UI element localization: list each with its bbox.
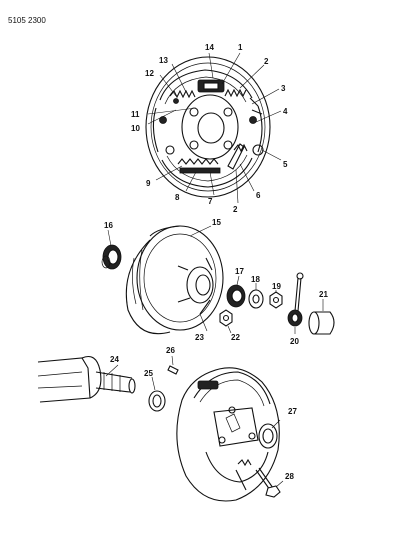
top-callouts: 14 1 2 3 4 5 6 2 7 8 9 10 11 12 13 (131, 43, 288, 214)
callout-19: 19 (272, 282, 281, 291)
backing-plate (176, 367, 280, 502)
callout-21: 21 (319, 290, 328, 299)
drum-top-edge (149, 225, 181, 237)
backing-plate-outer (145, 56, 271, 198)
backing-plate-center (213, 407, 259, 447)
spindle-end (128, 378, 136, 394)
axle-tube-lines (37, 371, 83, 389)
plate-bolt (218, 436, 226, 444)
adjuster-lever (227, 143, 245, 170)
drum-face-ring (143, 233, 217, 323)
drum-group (125, 225, 224, 335)
lever-spring (233, 143, 248, 153)
callout-23: 23 (195, 333, 204, 342)
lower-shoe-lining (166, 154, 248, 182)
callout-11: 11 (131, 110, 140, 119)
spindle-nut (269, 291, 283, 309)
callout-13: 13 (159, 56, 168, 65)
callout-8: 8 (175, 193, 180, 202)
callout-27: 27 (288, 407, 297, 416)
anchor-pin (173, 98, 179, 104)
wheel-stud (199, 299, 211, 315)
lower-plate-shoe-lining (199, 379, 265, 407)
callout-18: 18 (251, 275, 260, 284)
plate-bracket (225, 413, 241, 433)
hub-bore (197, 112, 225, 144)
axle-flange (81, 355, 102, 399)
callout-7: 7 (208, 197, 213, 206)
thrust-washer (248, 289, 264, 309)
stud-hole (223, 107, 233, 117)
upper-return-spring-left (169, 89, 196, 99)
adjuster-spring (177, 158, 219, 165)
upper-shoe (159, 69, 253, 101)
callout-22: 22 (231, 333, 240, 342)
backing-plate-rim (150, 62, 266, 192)
wheel-stud (177, 265, 189, 271)
wheel-cylinder-body (203, 82, 219, 90)
parking-cable (235, 469, 247, 491)
brake-assembly-top (145, 56, 271, 198)
callout-2b: 2 (233, 205, 238, 214)
hold-down-cup (165, 145, 175, 155)
callout-25: 25 (144, 369, 153, 378)
hub-flange (181, 94, 239, 160)
callout-12: 12 (145, 69, 154, 78)
adjuster-screw (179, 167, 221, 174)
mounting-bolt (255, 467, 281, 498)
plate-bolt (228, 406, 236, 414)
drum-hub-bore (195, 274, 211, 296)
plate-bolt (248, 432, 256, 440)
stud-hole (223, 140, 233, 150)
backing-plate-bottom (176, 367, 280, 502)
callout-4: 4 (283, 107, 288, 116)
document-id: 5105 2300 (8, 16, 46, 25)
lower-plate-shoe-bottom (205, 451, 269, 483)
drum-fins (132, 249, 144, 311)
callout-9: 9 (146, 179, 151, 188)
spindle (95, 371, 133, 393)
callout-1: 1 (238, 43, 243, 52)
callout-24: 24 (110, 355, 119, 364)
hold-down-pin (249, 116, 257, 124)
callout-5: 5 (283, 160, 288, 169)
left-shoe-web (152, 107, 159, 153)
callout-16: 16 (104, 221, 113, 230)
inner-bearing (101, 244, 122, 270)
wheel-stud (205, 257, 213, 271)
outer-bearing (226, 284, 246, 308)
wheel-nut (219, 309, 233, 327)
bearing-race (258, 423, 278, 449)
shoe-guide (249, 97, 263, 115)
nut-lock (287, 309, 303, 327)
callout-17: 17 (235, 267, 244, 276)
grease-seal (148, 390, 166, 412)
callout-15: 15 (212, 218, 221, 227)
cotter-pin-head (296, 272, 304, 280)
grease-cap (308, 311, 335, 335)
callout-14: 14 (205, 43, 214, 52)
drum-hub (186, 266, 214, 304)
callout-3: 3 (281, 84, 286, 93)
hold-down-cup (252, 144, 264, 156)
lower-wheel-cylinder (197, 380, 219, 390)
upper-return-spring-right (224, 88, 247, 98)
wheel-stud (177, 297, 191, 303)
drum-back-edge (125, 239, 171, 335)
callout-20: 20 (290, 337, 299, 346)
axle-tube (37, 357, 91, 403)
callout-10: 10 (131, 124, 140, 133)
axle-housing (37, 355, 136, 403)
lower-spring (237, 458, 252, 467)
callout-28: 28 (285, 472, 294, 481)
callout-26: 26 (166, 346, 175, 355)
spindle-steps (103, 372, 121, 392)
stud-hole (189, 140, 199, 150)
callout-2: 2 (264, 57, 269, 66)
lower-shoe (161, 157, 253, 188)
bleeder-screw (167, 365, 179, 375)
right-shoe-web (257, 105, 263, 153)
callout-6: 6 (256, 191, 261, 200)
